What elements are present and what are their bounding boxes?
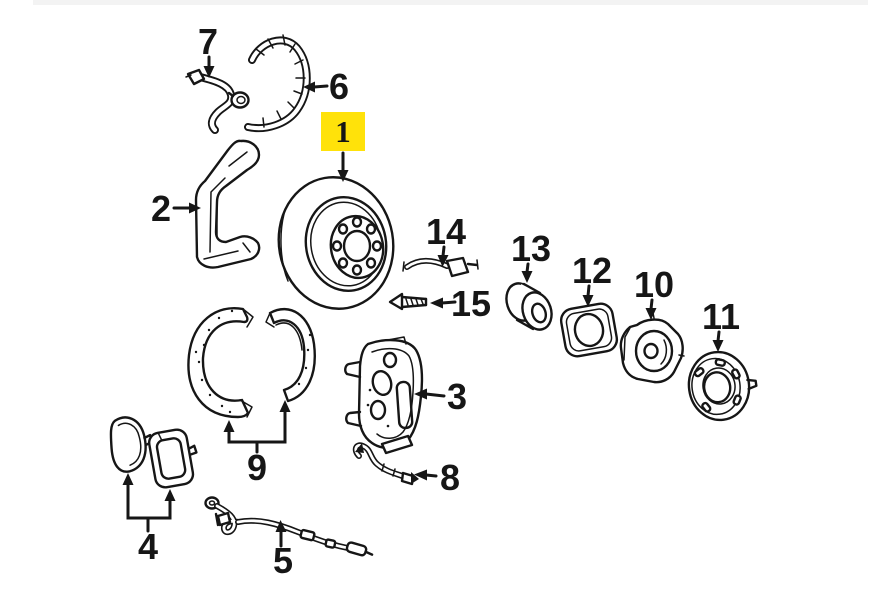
callout-6-label[interactable]: 6 bbox=[329, 66, 349, 107]
rotor-bolt-holes bbox=[331, 216, 383, 276]
callout-5: 5 bbox=[273, 520, 293, 581]
callout-2-label[interactable]: 2 bbox=[151, 188, 171, 229]
callout-12-label[interactable]: 12 bbox=[572, 250, 612, 291]
callout-10-label[interactable]: 10 bbox=[634, 264, 674, 305]
part-brake-caliper-drawing bbox=[344, 336, 424, 455]
callout-1-highlight[interactable] bbox=[321, 112, 365, 151]
shoe-left-texture bbox=[194, 309, 234, 414]
callout-2: 2 bbox=[151, 188, 201, 229]
callout-11: 11 bbox=[702, 296, 740, 352]
callout-11-label[interactable]: 11 bbox=[702, 296, 740, 337]
callout-7-label[interactable]: 7 bbox=[198, 21, 218, 62]
callout-4-label[interactable]: 4 bbox=[138, 526, 158, 567]
callout-13-label[interactable]: 13 bbox=[511, 228, 551, 269]
part-bushing-drawing bbox=[505, 282, 553, 331]
lead-plug bbox=[445, 256, 470, 278]
callout-15: 15 bbox=[430, 283, 491, 324]
wire-barb-left bbox=[355, 443, 364, 453]
cable-fitting bbox=[216, 511, 232, 527]
bearing-center bbox=[643, 342, 659, 360]
spring-segment-ticks bbox=[255, 34, 306, 128]
callout-3: 3 bbox=[414, 376, 467, 417]
cable-collar bbox=[299, 528, 316, 542]
rotor-center-hole bbox=[342, 229, 372, 263]
bearing-ring bbox=[634, 329, 674, 373]
callout-5-label[interactable]: 5 bbox=[273, 540, 293, 581]
callout-14-label[interactable]: 14 bbox=[426, 211, 466, 252]
rotor-thickness-line bbox=[280, 213, 289, 282]
callout-14: 14 bbox=[426, 211, 466, 267]
caliper-ear-bottom bbox=[345, 410, 363, 428]
bushing-bore bbox=[530, 302, 548, 324]
part-gasket-drawing bbox=[559, 302, 619, 358]
callout-10: 10 bbox=[634, 264, 674, 320]
part-brake-rotor-drawing bbox=[277, 176, 395, 310]
bolt-threads bbox=[405, 298, 424, 306]
callout-9-label[interactable]: 9 bbox=[247, 447, 267, 488]
shoe-right bbox=[268, 307, 316, 403]
part-brake-cable-drawing bbox=[204, 496, 374, 557]
part-hub-bearing-drawing bbox=[619, 312, 685, 384]
top-edge-bar bbox=[33, 0, 868, 5]
callout-1-label[interactable]: 1 bbox=[335, 114, 351, 149]
part-sensor-wire-drawing bbox=[352, 442, 419, 486]
part-hub-flange-drawing bbox=[687, 350, 758, 422]
shoe-right-texture bbox=[297, 333, 312, 386]
caliper-ear-top bbox=[344, 360, 362, 379]
callout-3-label[interactable]: 3 bbox=[447, 376, 467, 417]
bolt-tip bbox=[388, 292, 404, 311]
callout-9: 9 bbox=[223, 400, 291, 488]
callout-4: 4 bbox=[122, 473, 176, 567]
part-adjuster-spring-drawing bbox=[244, 34, 311, 132]
cable-end-fitting bbox=[345, 541, 368, 557]
part-guide-bolt-drawing bbox=[388, 292, 428, 311]
part-brake-pads-drawing bbox=[109, 416, 198, 489]
callout-8: 8 bbox=[414, 457, 460, 498]
callout-15-label[interactable]: 15 bbox=[451, 283, 491, 324]
callout-6: 6 bbox=[303, 66, 349, 107]
flange-outer-stud bbox=[746, 378, 758, 391]
part-brake-shoes-drawing bbox=[187, 306, 316, 419]
flange-studs bbox=[693, 358, 742, 413]
part-dust-shield-drawing bbox=[194, 139, 261, 269]
gasket-hole bbox=[573, 312, 605, 348]
callout-13: 13 bbox=[511, 228, 551, 283]
callout-1: 1 bbox=[321, 112, 365, 182]
pad-right bbox=[147, 428, 195, 489]
hose-fitting bbox=[186, 68, 206, 86]
callout-7: 7 bbox=[198, 21, 218, 78]
flange-center-hole bbox=[702, 371, 732, 404]
callout-8-label[interactable]: 8 bbox=[440, 457, 460, 498]
part-brake-hose-drawing bbox=[185, 68, 250, 134]
hose-connector bbox=[230, 91, 250, 109]
wire-end-fitting bbox=[400, 471, 415, 486]
callout-1-arrowhead bbox=[337, 170, 349, 182]
shoe-left bbox=[187, 306, 250, 419]
callout-12: 12 bbox=[572, 250, 612, 307]
